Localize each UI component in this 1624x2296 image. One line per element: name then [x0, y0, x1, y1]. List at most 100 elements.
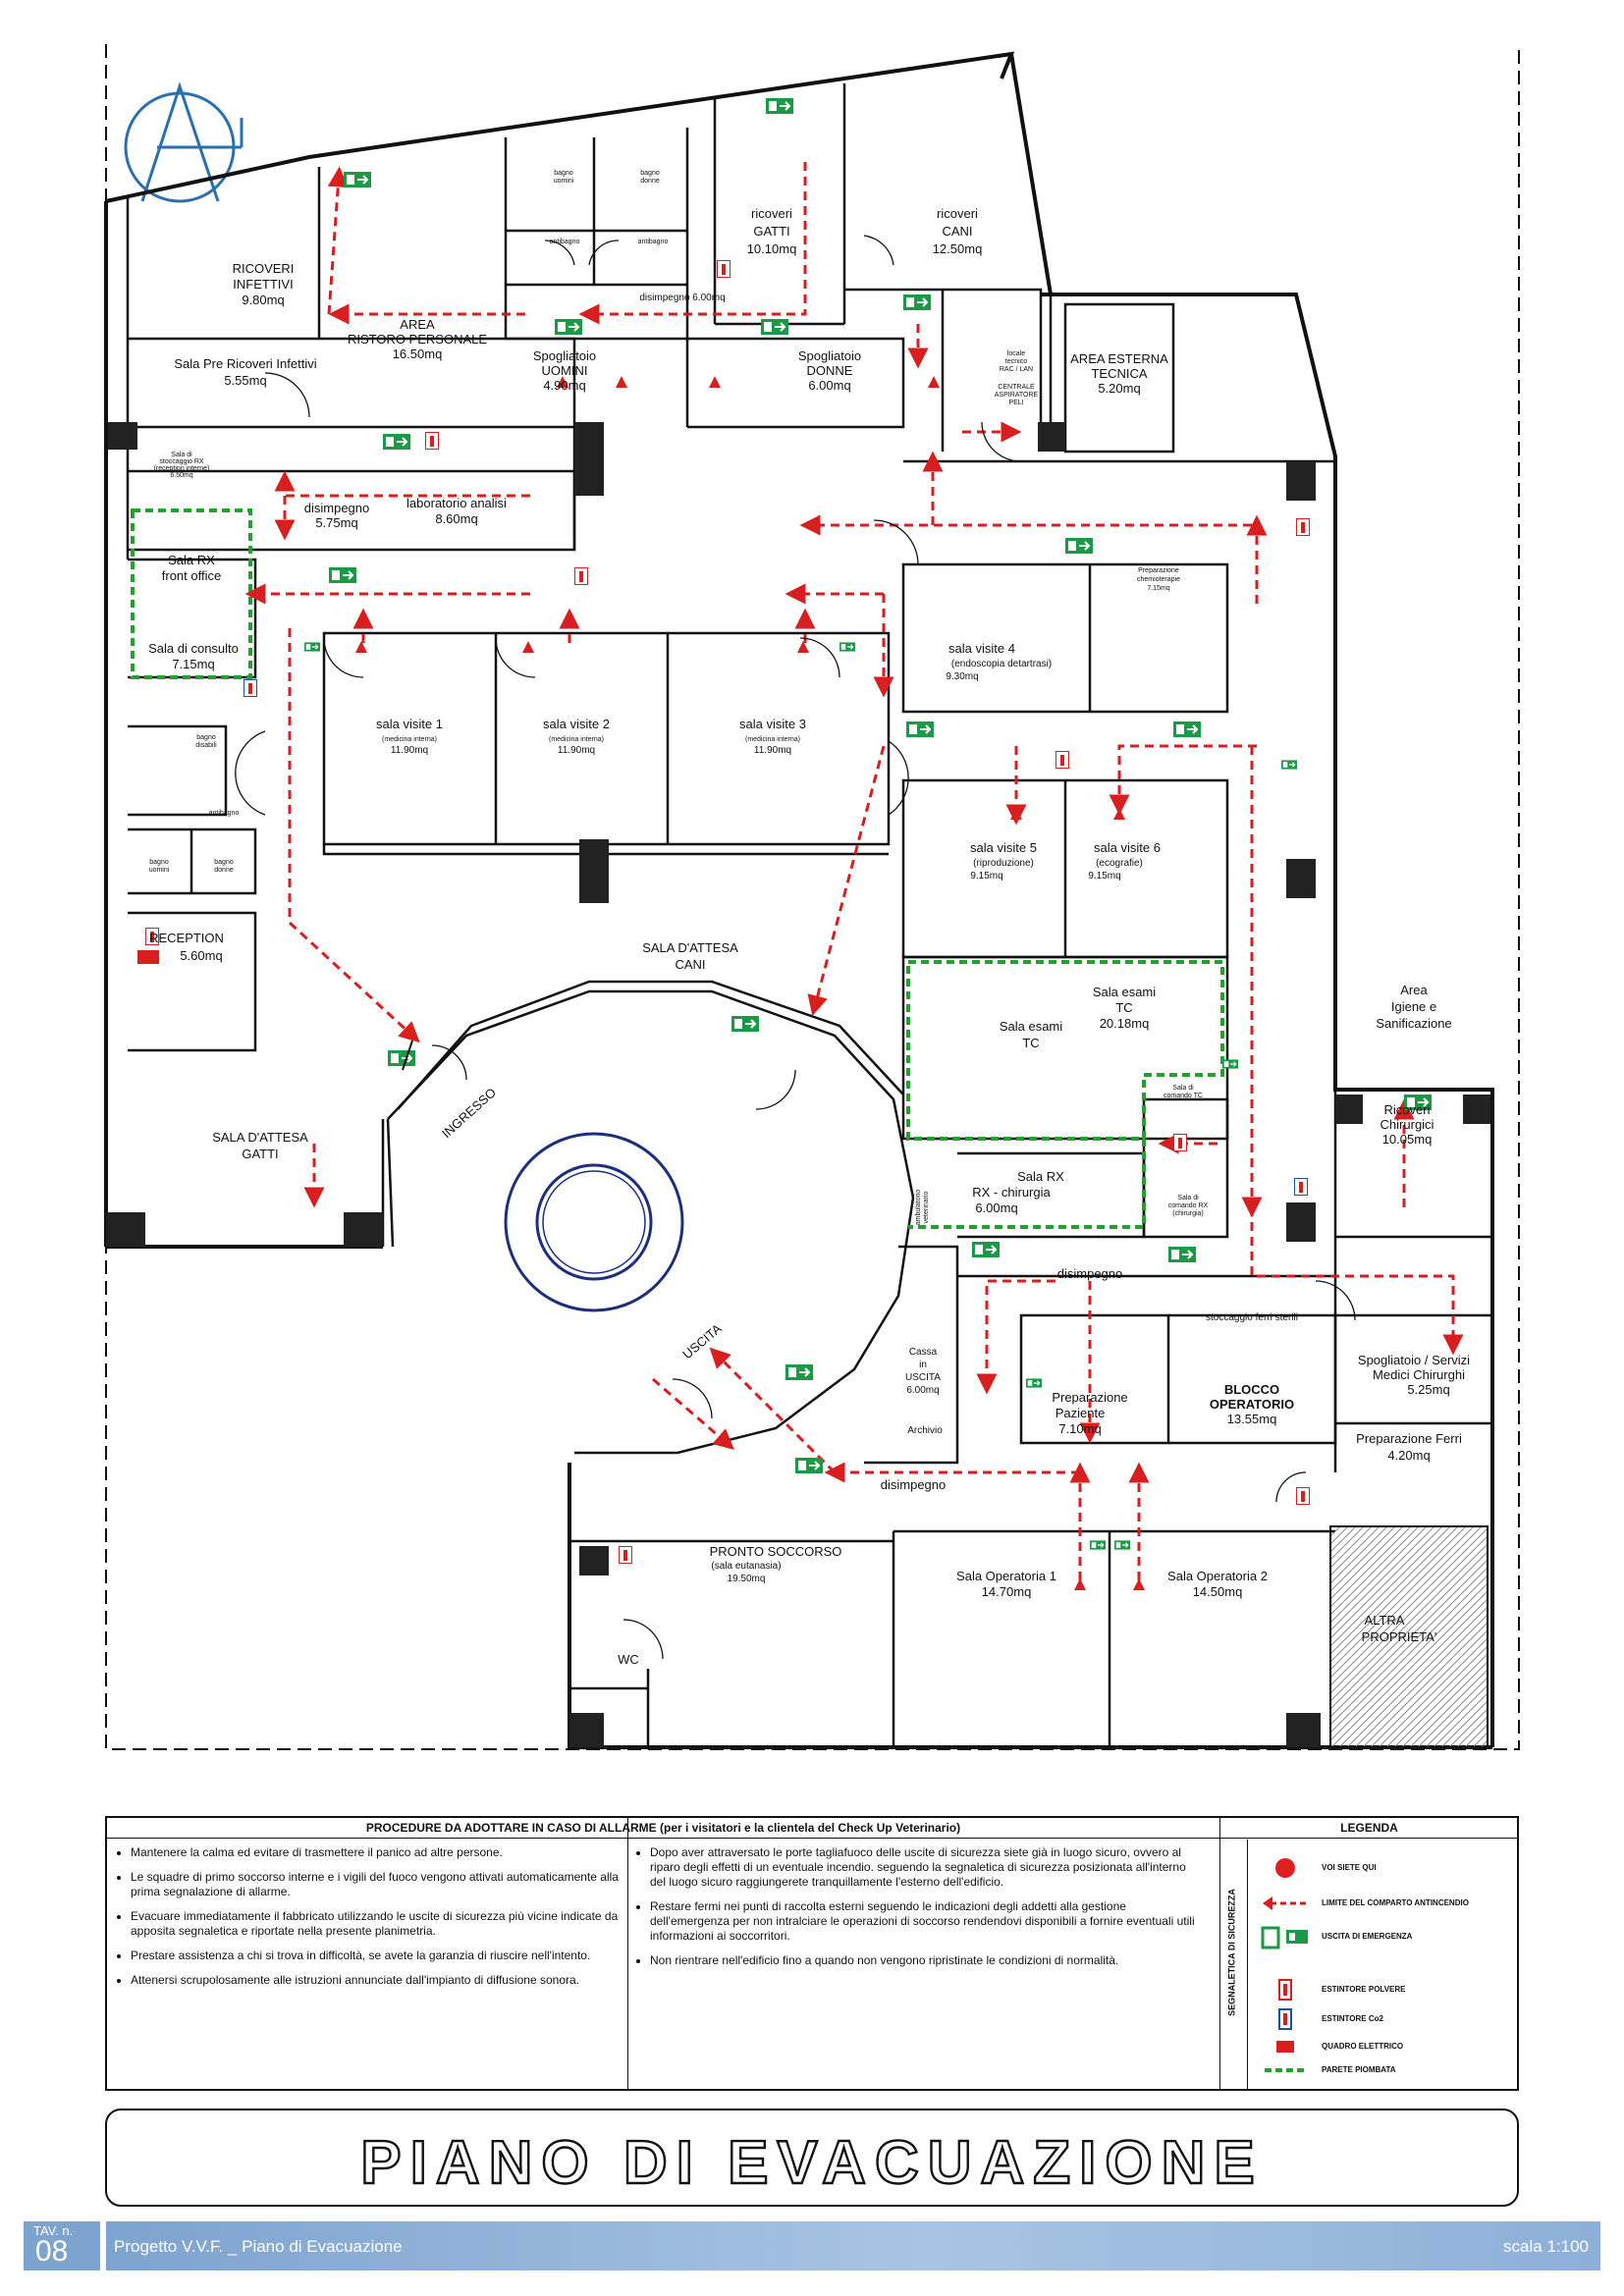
company-logo	[124, 81, 244, 203]
atrium-walls	[381, 980, 915, 1455]
label-sala-visite-4: sala visite 4(endoscopia detartrasi)9.30…	[946, 641, 1052, 682]
emergency-exit-signs	[304, 98, 1432, 1552]
procedure-item: Evacuare immediatamente il fabbricato ut…	[131, 1909, 625, 1939]
label-archivio: Archivio	[907, 1425, 943, 1436]
label-sala-visite-5: sala visite 5(riproduzione)9.15mq	[970, 840, 1037, 881]
procedures-title: PROCEDURE DA ADOTTARE IN CASO DI ALLARME…	[107, 1818, 1220, 1839]
document-title-box: PIANO DI EVACUAZIONE	[105, 2109, 1519, 2207]
procedure-item: Prestare assistenza a chi si trova in di…	[131, 1949, 625, 1963]
escape-route-arrow-icon	[1261, 1893, 1310, 1914]
legend-title: LEGENDA	[1219, 1818, 1519, 1839]
document-title: PIANO DI EVACUAZIONE	[359, 2128, 1264, 2198]
you-are-here-dot-icon	[1261, 1857, 1310, 1879]
procedures-panel: PROCEDURE DA ADOTTARE IN CASO DI ALLARME…	[105, 1816, 1519, 2091]
label-pronto-soccorso: PRONTO SOCCORSO(sala eutanasia)19.50mq	[710, 1544, 842, 1584]
label-disimpegno-bottom: disimpegno	[881, 1477, 947, 1492]
co2-extinguisher-icon	[1261, 2008, 1310, 2030]
label-sala-visite-1: sala visite 1(medicina interna)11.90mq	[376, 717, 443, 756]
tav-badge: TAV. n. 08	[24, 2221, 100, 2270]
scale-label: scala 1:100	[1503, 2237, 1589, 2256]
electric-panel-icon	[1261, 2036, 1310, 2057]
procedures-right-list: Dopo aver attraversato le porte tagliafu…	[634, 1845, 1204, 1978]
lead-wall-dashed-icon	[1261, 2059, 1310, 2081]
room-walls	[126, 83, 1492, 1747]
label-sala-visite-2: sala visite 2(medicina interna)11.90mq	[543, 717, 610, 756]
ingresso-arrow	[402, 1040, 413, 1071]
label-disimpegno-mid: disimpegno	[1057, 1266, 1123, 1281]
procedure-item: Le squadre di primo soccorso interne e i…	[131, 1870, 625, 1899]
central-fountain	[504, 1132, 684, 1312]
altra-proprieta-hatch	[1329, 1525, 1489, 1748]
label-sala-visite-3: sala visite 3(medicina interna)11.90mq	[739, 717, 806, 756]
label-antibagno-1: antibagno	[550, 239, 580, 245]
procedure-item: Restare fermi nei punti di raccolta este…	[650, 1899, 1204, 1944]
project-title: Progetto V.V.F. _ Piano di Evacuazione	[114, 2237, 403, 2256]
emergency-exit-sign-icon	[1261, 1926, 1310, 1949]
label-ambulatorio-small: ambulatorioveterinario	[915, 1190, 930, 1226]
procedure-item: Attenersi scrupolosamente alle istruzion…	[131, 1973, 625, 1988]
procedure-item: Mantenere la calma ed evitare di trasmet…	[131, 1845, 625, 1860]
fire-extinguishers	[137, 260, 1310, 1564]
door-swings	[235, 235, 1356, 1660]
procedure-item: Non rientrare nell'edificio fino a quand…	[650, 1953, 1204, 1968]
outer-walls	[104, 51, 1494, 1749]
footer-bar: Progetto V.V.F. _ Piano di Evacuazione s…	[106, 2221, 1600, 2270]
tav-number: 08	[35, 2235, 69, 2268]
lead-walls	[131, 508, 1224, 1229]
footer: TAV. n. 08 Progetto V.V.F. _ Piano di Ev…	[24, 2221, 1600, 2270]
structural-columns	[106, 422, 1490, 1747]
tav-label: TAV. n.	[33, 2223, 74, 2238]
column-divider	[627, 1818, 628, 2091]
powder-extinguisher-icon	[1261, 1979, 1310, 2001]
escape-routes	[244, 162, 1464, 1580]
legend: SEGNALETICA DI SICUREZZA VOI SIETE QUI L…	[1219, 1840, 1519, 2091]
label-ingresso: INGRESSO	[439, 1085, 499, 1141]
label-antibagno-3: antibagno	[209, 810, 240, 817]
legend-side-label: SEGNALETICA DI SICUREZZA	[1226, 1889, 1237, 2016]
procedures-left-list: Mantenere la calma ed evitare di trasmet…	[115, 1845, 625, 1998]
label-sala-visite-6: sala visite 6(ecografie)9.15mq	[1088, 840, 1161, 881]
label-antibagno-2: antibagno	[638, 239, 669, 245]
label-wc: WC	[618, 1652, 639, 1667]
legend-divider	[1219, 1818, 1220, 2091]
route-start-points	[355, 376, 1410, 1590]
